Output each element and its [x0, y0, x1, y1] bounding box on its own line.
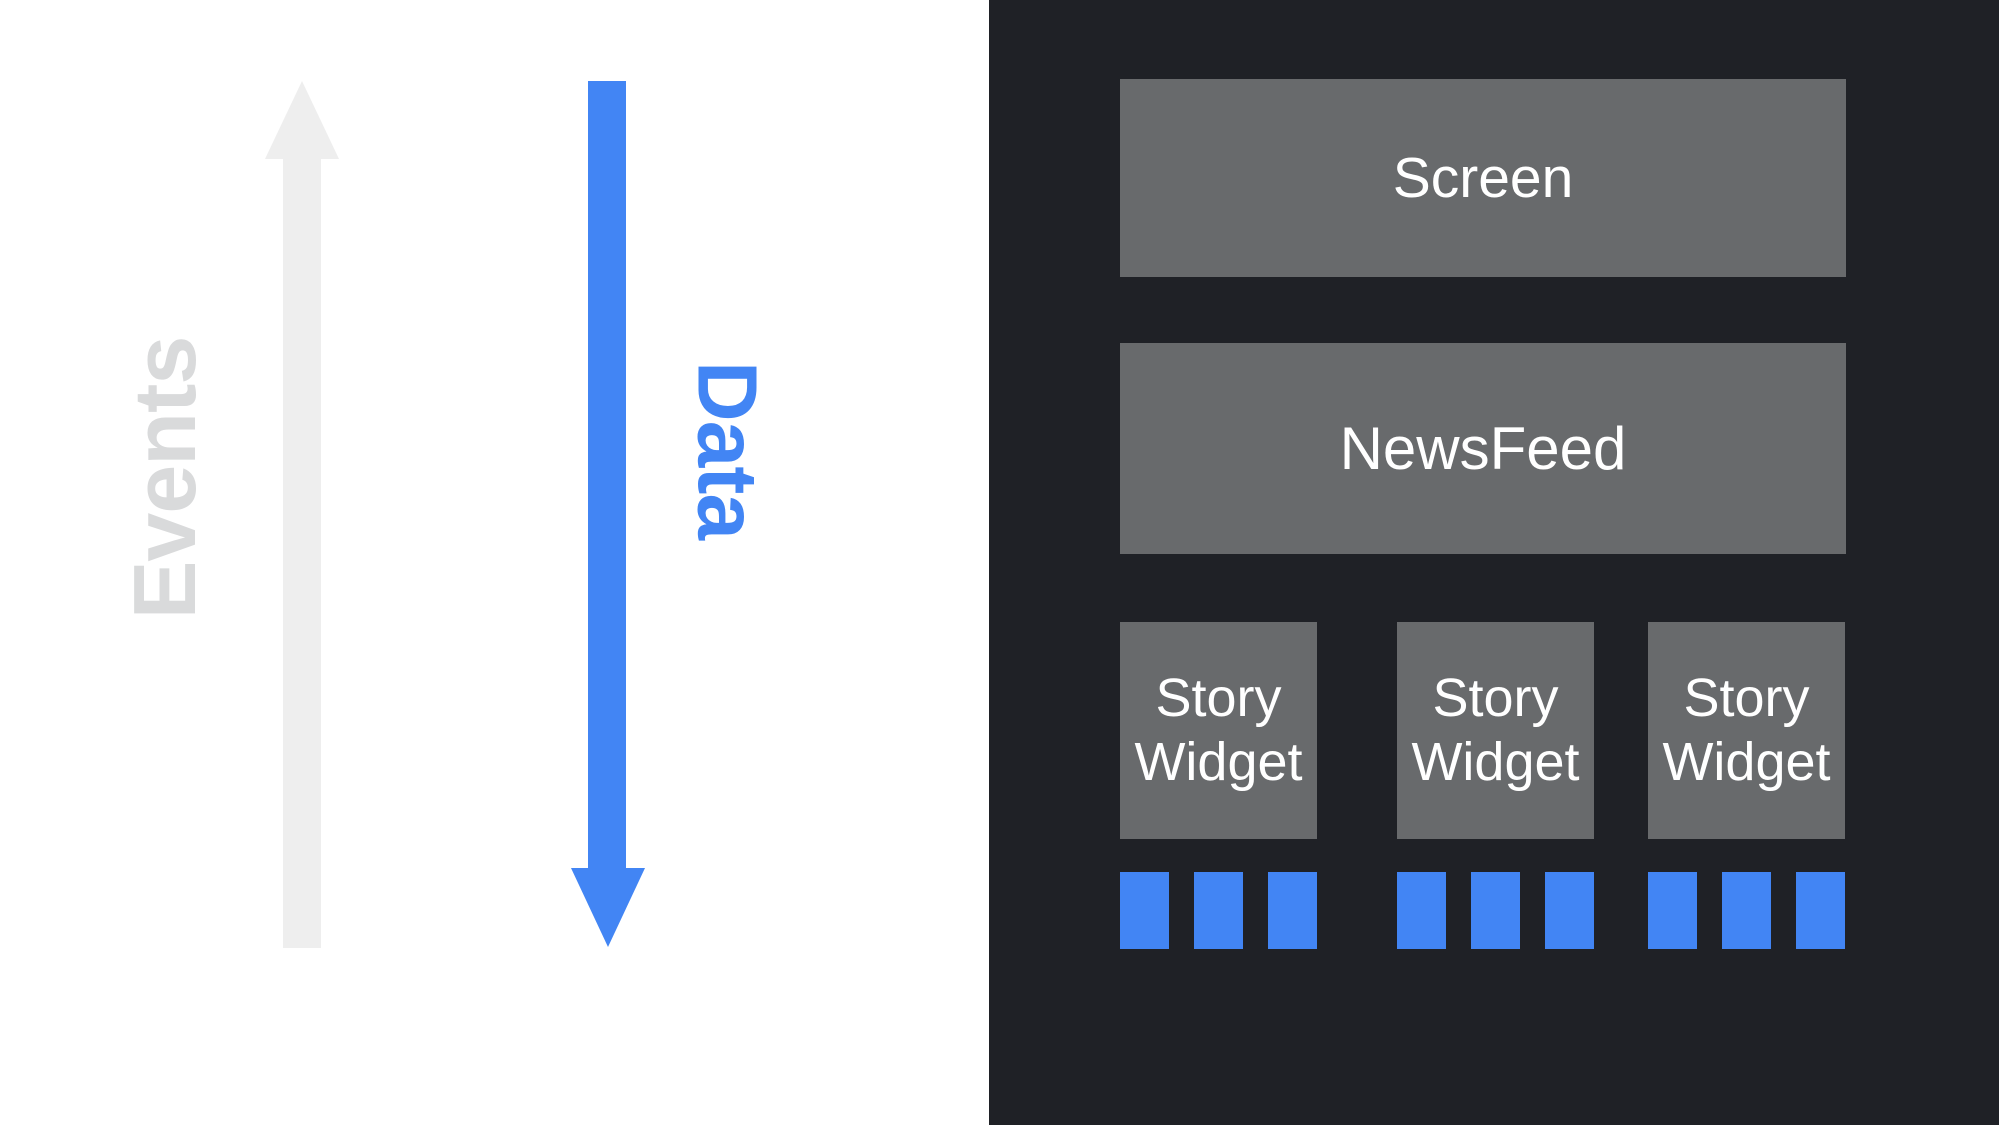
story-widget-box: Story Widget — [1397, 622, 1594, 839]
data-square — [1194, 872, 1243, 949]
data-square — [1545, 872, 1594, 949]
events-arrow-head-icon — [265, 81, 339, 159]
story-widget-box: Story Widget — [1648, 622, 1845, 839]
newsfeed-box-label: NewsFeed — [1339, 415, 1627, 482]
data-squares-row — [1120, 872, 1317, 949]
data-square — [1722, 872, 1771, 949]
events-arrow-shaft — [283, 159, 321, 948]
events-label: Events — [115, 336, 214, 620]
story-widget-box: Story Widget — [1120, 622, 1317, 839]
screen-box-label: Screen — [1392, 146, 1574, 210]
story-widget-label: Story Widget — [1662, 668, 1831, 792]
newsfeed-box: NewsFeed — [1120, 343, 1846, 554]
data-square — [1648, 872, 1697, 949]
screen-box: Screen — [1120, 79, 1846, 277]
data-square — [1471, 872, 1520, 949]
data-square — [1397, 872, 1446, 949]
data-square — [1268, 872, 1317, 949]
data-square — [1796, 872, 1845, 949]
data-label: Data — [680, 360, 775, 540]
data-squares-row — [1397, 872, 1594, 949]
data-arrow-head-icon — [571, 868, 645, 947]
story-widget-label: Story Widget — [1411, 668, 1580, 792]
data-arrow-shaft — [588, 81, 626, 868]
data-squares-row — [1648, 872, 1845, 949]
story-widget-label: Story Widget — [1134, 668, 1303, 792]
data-square — [1120, 872, 1169, 949]
